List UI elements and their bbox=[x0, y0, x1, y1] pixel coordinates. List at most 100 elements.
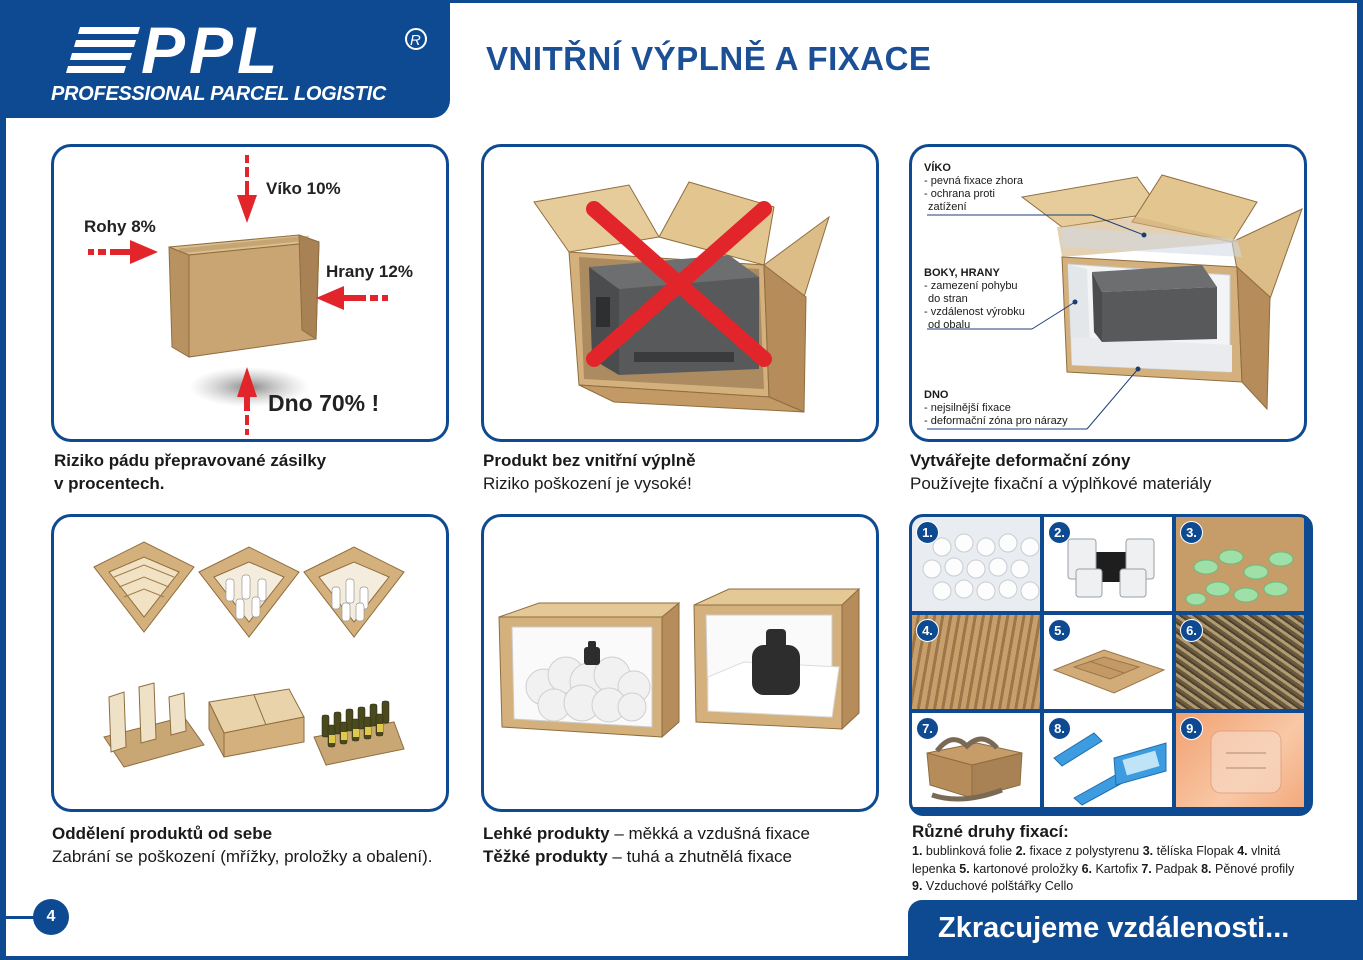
weight-panel bbox=[481, 514, 879, 812]
zone-sides-line2: do stran bbox=[928, 293, 968, 305]
weight-caption: Lehké produkty – měkká a vzdušná fixace … bbox=[483, 822, 810, 868]
legend-text-7: Padpak bbox=[1151, 861, 1202, 876]
risk-caption: Riziko pádu přepravované zásilky v proce… bbox=[54, 449, 326, 495]
fixation-number-1: 1. bbox=[916, 521, 939, 544]
left-frame-line bbox=[0, 0, 6, 960]
legend-num-6: 6. bbox=[1081, 861, 1092, 876]
risk-illustration: Víko 10% Rohy 8% Hrany 12% Dno 70% ! bbox=[84, 155, 413, 435]
logo-tagline: PROFESSIONAL PARCEL LOGISTIC bbox=[51, 83, 386, 105]
legend-text-3: tělíska Flopak bbox=[1153, 844, 1238, 858]
right-frame-line bbox=[1357, 0, 1363, 960]
legend-text-5: kartonové proložky bbox=[969, 861, 1082, 876]
legend-num-8: 8. bbox=[1201, 861, 1212, 876]
zone-sides-line3: - vzdálenost výrobku bbox=[924, 306, 1025, 318]
separation-caption-title: Oddělení produktů od sebe bbox=[52, 824, 273, 843]
slogan-banner: Zkracujeme vzdálenosti... bbox=[908, 900, 1357, 956]
weight-illustration bbox=[498, 587, 861, 739]
corners-risk-label: Rohy 8% bbox=[84, 217, 156, 236]
zones-caption-title: Vytvářejte deformační zóny bbox=[910, 451, 1131, 470]
no-filling-caption-text: Riziko poškození je vysoké! bbox=[483, 474, 692, 493]
zone-lid-line3: zatížení bbox=[928, 201, 967, 213]
lid-risk-label: Víko 10% bbox=[266, 179, 341, 198]
fixation-number-7: 7. bbox=[916, 717, 939, 740]
zones-caption: Vytvářejte deformační zóny Používejte fi… bbox=[910, 449, 1211, 495]
page-title: VNITŘNÍ VÝPLNĚ A FIXACE bbox=[486, 40, 932, 77]
fixation-number-3: 3. bbox=[1180, 521, 1203, 544]
bubble-wrap-image bbox=[922, 533, 1040, 601]
legend-text-6: Kartofix bbox=[1092, 861, 1142, 876]
fixation-number-8: 8. bbox=[1048, 717, 1071, 740]
separation-caption-text: Zabrání se poškození (mřížky, proložky a… bbox=[52, 847, 433, 866]
polystyrene-image bbox=[1067, 538, 1155, 598]
zone-lid-line1: - pevná fixace zhora bbox=[924, 175, 1024, 187]
zone-lid-line2: - ochrana proti bbox=[924, 188, 995, 200]
fixation-tile-1: 1. bbox=[912, 517, 1040, 611]
fixation-tile-7: 7. bbox=[912, 713, 1040, 807]
bottom-frame-line bbox=[0, 956, 1363, 960]
zone-sides-line4: od obalu bbox=[928, 319, 970, 331]
legend-num-7: 7. bbox=[1141, 861, 1152, 876]
top-frame-line bbox=[0, 0, 1363, 3]
risk-panel: Víko 10% Rohy 8% Hrany 12% Dno 70% ! bbox=[51, 144, 449, 442]
zone-bottom-line2: - deformační zóna pro nárazy bbox=[924, 415, 1068, 427]
ppl-logo-mark: PPL R bbox=[66, 13, 427, 83]
risk-caption-line2: v procentech. bbox=[54, 474, 165, 493]
light-products-text: – měkká a vzdušná fixace bbox=[609, 824, 810, 843]
fixation-number-4: 4. bbox=[916, 619, 939, 642]
carton-inserts-image bbox=[1052, 649, 1166, 694]
zone-sides-line1: - zamezení pohybu bbox=[924, 280, 1018, 292]
fixation-types-legend: 1. bublinková folie 2. fixace z polystyr… bbox=[912, 843, 1312, 896]
zone-lid-title: VÍKO bbox=[924, 161, 951, 174]
flopak-image bbox=[1185, 549, 1294, 606]
legend-num-5: 5. bbox=[959, 861, 970, 876]
page-number-line bbox=[6, 916, 36, 919]
fixation-number-2: 2. bbox=[1048, 521, 1071, 544]
fixation-tile-6: 6. bbox=[1176, 615, 1304, 709]
edges-risk-label: Hrany 12% bbox=[326, 262, 413, 281]
no-filling-caption-title: Produkt bez vnitřní výplně bbox=[483, 451, 696, 470]
legend-num-1: 1. bbox=[912, 844, 923, 858]
no-filling-panel bbox=[481, 144, 879, 442]
zone-bottom-line1: - nejsilnější fixace bbox=[924, 402, 1011, 414]
fixation-number-6: 6. bbox=[1180, 619, 1203, 642]
heavy-products-text: – tuhá a zhutnělá fixace bbox=[607, 847, 792, 866]
separation-caption: Oddělení produktů od sebe Zabrání se poš… bbox=[52, 822, 432, 868]
legend-text-9: Vzduchové polštářky Cello bbox=[922, 879, 1074, 893]
bottom-risk-label: Dno 70% ! bbox=[268, 390, 379, 416]
fixation-tile-5: 5. bbox=[1044, 615, 1172, 709]
legend-text-1: bublinková folie bbox=[922, 844, 1016, 858]
deformation-zones-panel: VÍKO - pevná fixace zhora - ochrana prot… bbox=[909, 144, 1307, 442]
deformation-zones-illustration: VÍKO - pevná fixace zhora - ochrana prot… bbox=[924, 161, 1303, 430]
legend-text-2: fixace z polystyrenu bbox=[1026, 844, 1143, 858]
fixation-number-9: 9. bbox=[1180, 717, 1203, 740]
fixation-tile-3: 3. bbox=[1176, 517, 1304, 611]
no-filling-illustration bbox=[533, 181, 830, 413]
legend-num-2: 2. bbox=[1015, 844, 1026, 858]
padpak-image bbox=[926, 736, 1023, 802]
registered-mark: R bbox=[410, 32, 421, 49]
ppl-logo: PPL R PROFESSIONAL PARCEL LOGISTIC bbox=[6, 3, 450, 118]
separation-panel bbox=[51, 514, 449, 812]
foam-profiles-image bbox=[1053, 732, 1167, 806]
legend-text-8: Pěnové profily bbox=[1211, 861, 1295, 876]
heavy-products-label: Těžké produkty bbox=[483, 847, 608, 866]
fixation-tile-8: 8. bbox=[1044, 713, 1172, 807]
legend-num-4: 4. bbox=[1237, 844, 1248, 858]
legend-text-4: vlnitá lepenka bbox=[912, 844, 1281, 876]
fixation-number-5: 5. bbox=[1048, 619, 1071, 642]
fixation-tile-9: 9. bbox=[1176, 713, 1304, 807]
light-products-label: Lehké produkty bbox=[483, 824, 610, 843]
risk-caption-line1: Riziko pádu přepravované zásilky bbox=[54, 451, 327, 470]
zone-bottom-title: DNO bbox=[924, 389, 949, 401]
no-filling-caption: Produkt bez vnitřní výplně Riziko poškoz… bbox=[483, 449, 696, 495]
logo-wordmark: PPL bbox=[141, 13, 281, 83]
legend-num-9: 9. bbox=[912, 879, 923, 893]
separation-illustration bbox=[93, 541, 405, 768]
fixation-types-title: Různé druhy fixací: bbox=[912, 822, 1069, 841]
zones-caption-text: Používejte fixační a výplňkové materiály bbox=[910, 474, 1212, 493]
fixation-tile-2: 2. bbox=[1044, 517, 1172, 611]
page-number: 4 bbox=[33, 899, 69, 935]
fixation-tile-4: 4. bbox=[912, 615, 1040, 709]
air-cushions-image bbox=[1210, 730, 1282, 794]
fixation-types-grid: 1. 2. 3. 4. 5. bbox=[909, 514, 1313, 816]
